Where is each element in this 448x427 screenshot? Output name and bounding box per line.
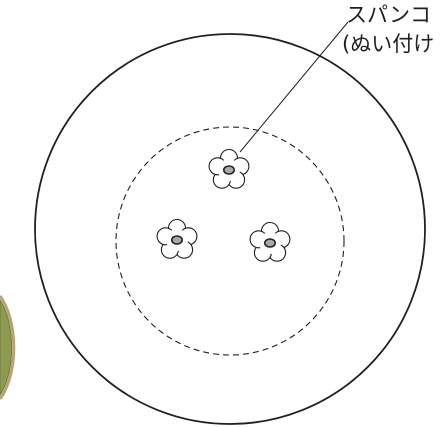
sequin-flower-icon xyxy=(157,220,197,259)
sequin-flower-icon xyxy=(250,223,290,262)
callout-label-line1: スパンコ xyxy=(346,3,431,27)
sequin-flower-icon xyxy=(209,150,249,189)
outer-circle xyxy=(35,34,425,424)
callout-label-line2: (ぬい付け xyxy=(342,32,434,56)
callout-leader-line xyxy=(240,22,348,152)
